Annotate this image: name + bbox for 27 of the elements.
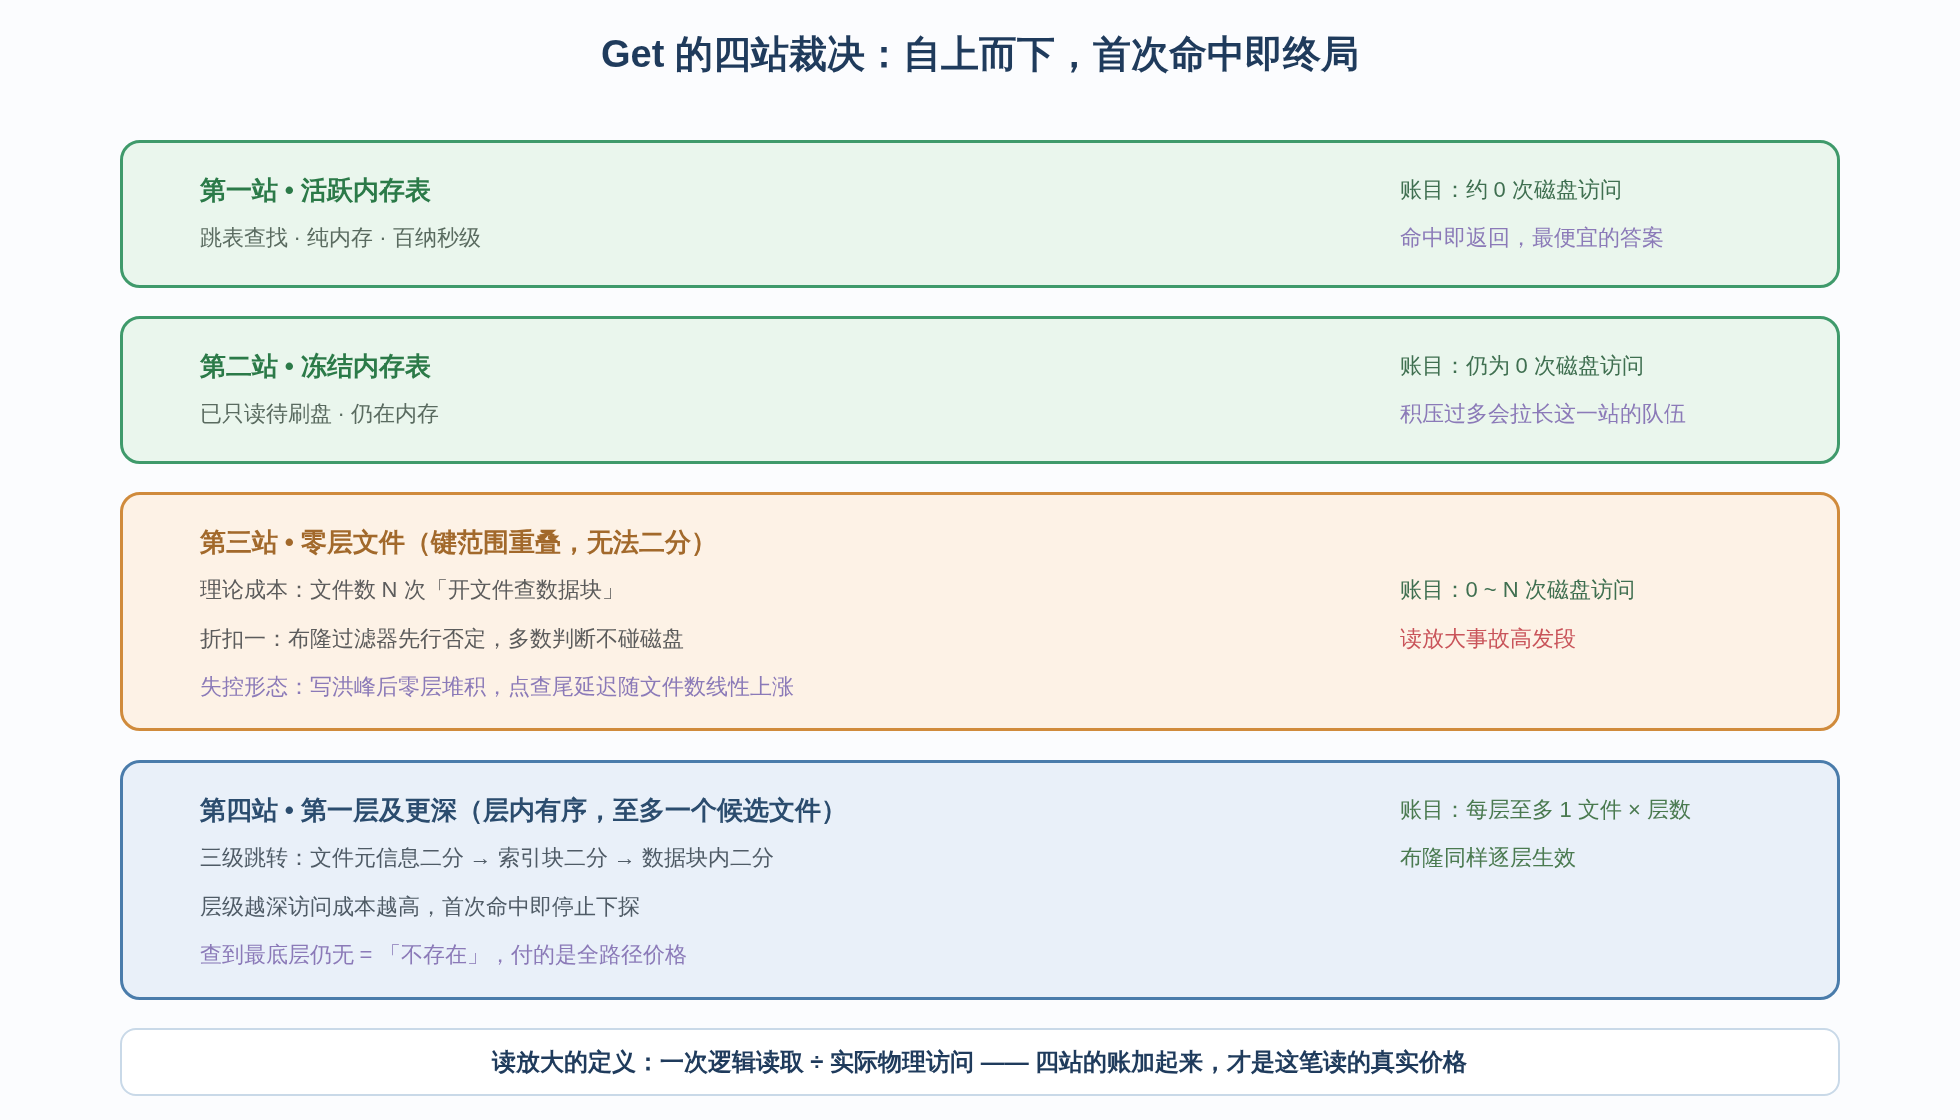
body-text: 理论成本：文件数 N 次「开文件查数据块」: [199, 576, 624, 604]
body-text: 折扣一：布隆过滤器先行否定，多数判断不碰磁盘: [199, 624, 684, 653]
body-text: 失控形态：写洪峰后零层堆积，点查尾延迟随文件数线性上涨: [199, 673, 794, 701]
summary-box: [120, 1028, 1840, 1096]
side-note: 布隆同样逐层生效: [1399, 844, 1576, 872]
diagram-title: Get 的四站裁决：自上而下，首次命中即终局: [601, 33, 1359, 75]
station-box: [120, 760, 1840, 1000]
side-note: 命中即返回，最便宜的答案: [1399, 224, 1664, 252]
station-box: [120, 316, 1840, 464]
side-note: 读放大事故高发段: [1399, 624, 1576, 653]
side-note: 账目：0 ~ N 次磁盘访问: [1399, 576, 1635, 604]
body-text: 已只读待刷盘 · 仍在内存: [199, 400, 440, 428]
side-note: 积压过多会拉长这一站的队伍: [1399, 400, 1686, 428]
box-heading: 第三站 • 零层文件（键范围重叠，无法二分）: [199, 526, 718, 557]
box-heading: 第四站 • 第一层及更深（层内有序，至多一个候选文件）: [199, 794, 848, 825]
body-text: 三级跳转：文件元信息二分 → 索引块二分 → 数据块内二分: [199, 844, 774, 872]
summary-text: 读放大的定义：一次逻辑读取 ÷ 实际物理访问 —— 四站的账加起来，才是这笔读的真实价格: [490, 1046, 1469, 1077]
station-box: [120, 140, 1840, 288]
side-note: 账目：约 0 次磁盘访问: [1399, 175, 1622, 204]
side-note: 账目：仍为 0 次磁盘访问: [1399, 351, 1644, 380]
body-text: 跳表查找 · 纯内存 · 百纳秒级: [199, 224, 481, 252]
box-heading: 第二站 • 冻结内存表: [199, 350, 432, 381]
side-note: 账目：每层至多 1 文件 × 层数: [1399, 795, 1692, 824]
body-text: 层级越深访问成本越高，首次命中即停止下探: [199, 892, 640, 921]
station-box: [120, 492, 1840, 731]
box-heading: 第一站 • 活跃内存表: [199, 174, 432, 205]
body-text: 查到最底层仍无 = 「不存在」，付的是全路径价格: [199, 941, 687, 969]
